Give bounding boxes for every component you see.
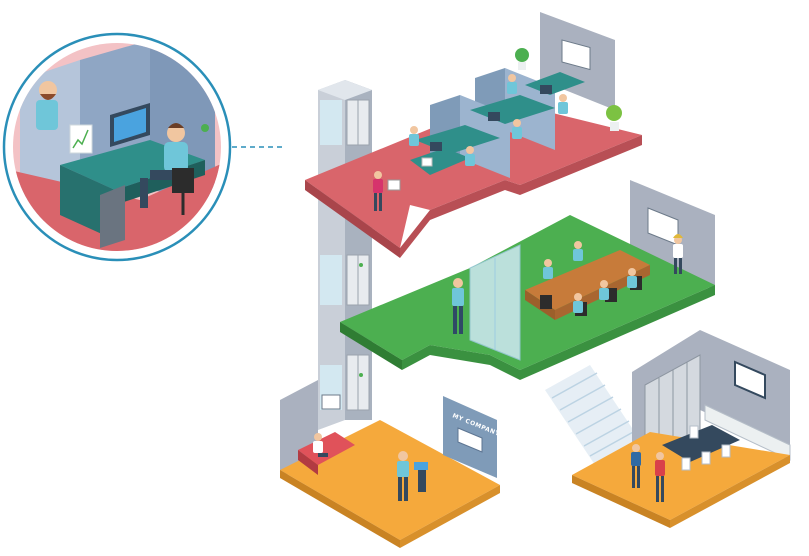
plant-icon <box>515 48 529 70</box>
lobby-floor: MY COMPANY <box>280 380 501 548</box>
office-floor <box>305 12 642 258</box>
stairs <box>545 365 640 465</box>
kitchen-floor <box>572 330 791 528</box>
elevator-shaft <box>318 80 372 430</box>
plant-icon <box>606 105 622 131</box>
magnifier-circle <box>2 32 232 262</box>
meeting-floor <box>340 180 715 380</box>
